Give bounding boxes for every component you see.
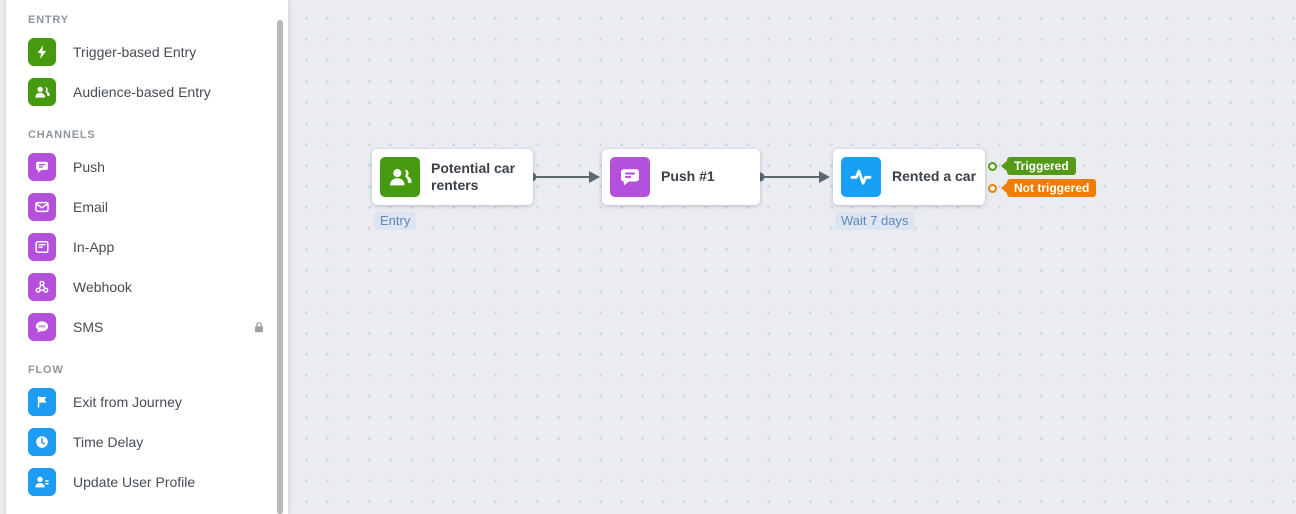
sidebar-item-label: Push: [73, 159, 105, 175]
connector-push-to-event: [755, 171, 830, 183]
lock-icon: [252, 320, 266, 334]
sidebar-item-label: Update User Profile: [73, 474, 196, 490]
sidebar-item-label: SMS: [73, 319, 104, 335]
wait-tag: Wait 7 days: [835, 212, 915, 230]
audience-icon: [28, 78, 56, 106]
sidebar-item-in-app[interactable]: In-App: [6, 227, 288, 267]
sidebar-item-exit-from-journey[interactable]: Exit from Journey: [6, 382, 288, 422]
sidebar-item-time-delay[interactable]: Time Delay: [6, 422, 288, 462]
sidebar-scrollbar[interactable]: [277, 20, 283, 514]
not-triggered-port[interactable]: [988, 184, 997, 193]
connector-entry-to-push: [527, 171, 600, 183]
push-icon: [610, 157, 650, 197]
audience-icon: [380, 157, 420, 197]
sidebar-item-sms[interactable]: SMS SMS: [6, 307, 288, 347]
not-triggered-badge[interactable]: Not triggered: [1007, 179, 1097, 197]
section-title-entry: ENTRY: [28, 14, 69, 26]
clock-icon: [28, 428, 56, 456]
node-title: Push #1: [661, 168, 715, 185]
flag-icon: [28, 388, 56, 416]
section-title-channels: CHANNELS: [28, 129, 96, 141]
sidebar-item-email[interactable]: Email: [6, 187, 288, 227]
entry-tag: Entry: [374, 212, 417, 230]
node-push-1[interactable]: Push #1: [602, 149, 760, 205]
email-icon: [28, 193, 56, 221]
push-icon: [28, 153, 56, 181]
sidebar-item-label: Exit from Journey: [73, 394, 182, 410]
sidebar-item-update-user-profile[interactable]: Update User Profile: [6, 462, 288, 502]
bolt-icon: [28, 38, 56, 66]
sidebar-item-label: Time Delay: [73, 434, 144, 450]
svg-text:SMS: SMS: [38, 325, 46, 329]
sidebar-item-audience-based-entry[interactable]: Audience-based Entry: [6, 72, 288, 112]
sms-icon: SMS: [28, 313, 56, 341]
node-rented-a-car[interactable]: Rented a car: [833, 149, 985, 205]
node-potential-car-renters[interactable]: Potential car renters: [372, 149, 533, 205]
section-title-flow: FLOW: [28, 364, 64, 376]
sidebar-item-trigger-based-entry[interactable]: Trigger-based Entry: [6, 32, 288, 72]
sidebar-item-label: Webhook: [73, 279, 132, 295]
sidebar-item-webhook[interactable]: Webhook: [6, 267, 288, 307]
inapp-icon: [28, 233, 56, 261]
sidebar-item-label: Audience-based Entry: [73, 84, 211, 100]
triggered-port[interactable]: [988, 162, 997, 171]
user-update-icon: [28, 468, 56, 496]
node-title: Rented a car: [892, 168, 977, 185]
sidebar-item-label: Email: [73, 199, 109, 215]
sidebar-item-push[interactable]: Push: [6, 147, 288, 187]
block-palette-sidebar: ENTRY Trigger-based Entry Audience-: [6, 0, 288, 514]
triggered-badge[interactable]: Triggered: [1007, 157, 1076, 175]
node-title: Potential car renters: [431, 159, 516, 194]
pulse-icon: [841, 157, 881, 197]
webhook-icon: [28, 273, 56, 301]
sidebar-item-label: Trigger-based Entry: [73, 44, 197, 60]
sidebar-item-label: In-App: [73, 239, 115, 255]
